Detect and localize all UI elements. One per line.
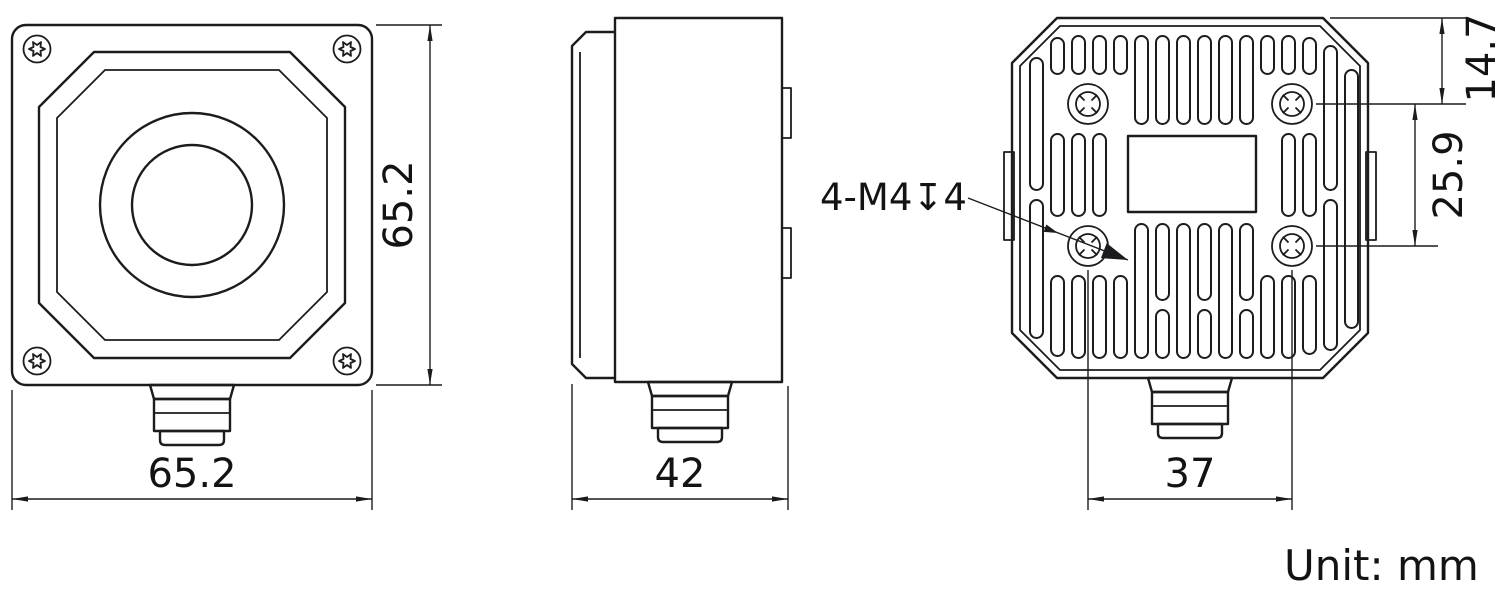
mount-screw-hole-icon [1271, 225, 1313, 267]
torx-screw-icon [332, 34, 362, 64]
back-view [1003, 16, 1377, 440]
back-connector [1146, 376, 1234, 440]
side-body-outline [613, 16, 784, 384]
front-height-value: 65.2 [376, 160, 422, 249]
front-corner-screws [22, 34, 362, 376]
torx-screw-icon [22, 346, 52, 376]
front-bezel-outer [37, 50, 347, 360]
back-top-offset-value: 14.7 [1459, 13, 1503, 102]
side-depth-value: 42 [655, 451, 706, 497]
thread-callout: 4-M4↧4 [820, 176, 1129, 261]
side-connector [646, 380, 734, 444]
dim-front-height: 65.2 [376, 24, 442, 386]
front-connector [148, 383, 236, 447]
thread-callout-label: 4-M4↧4 [820, 176, 967, 219]
dim-side-depth: 42 [571, 384, 789, 510]
leader-arrow-large [1100, 243, 1128, 260]
front-view [10, 23, 374, 447]
front-bezel-inner [56, 69, 328, 341]
back-hole-spacing-value: 37 [1165, 451, 1216, 497]
back-label-plate [1126, 134, 1258, 214]
side-tab-upper [781, 87, 792, 139]
side-tab-lower [781, 227, 792, 279]
back-tab-left [1003, 151, 1015, 241]
leader-arrow-small [1043, 224, 1058, 233]
front-lens-ring [98, 111, 286, 299]
back-housing-outline [1010, 16, 1370, 380]
side-view [570, 16, 792, 444]
unit-label: Unit: mm [1284, 541, 1479, 590]
dim-back-hole-spacing: 37 [1087, 270, 1293, 510]
back-tab-right [1365, 151, 1377, 241]
back-heatsink-fins [1029, 35, 1359, 359]
mount-screw-hole-icon [1067, 83, 1109, 125]
front-width-value: 65.2 [147, 451, 236, 497]
back-vertical-spacing-value: 25.9 [1426, 130, 1472, 219]
side-front-plate [570, 30, 615, 380]
dim-back-vertical-spacing: 25.9 [1316, 104, 1472, 247]
back-housing-inner [1019, 25, 1361, 371]
torx-screw-icon [332, 346, 362, 376]
mount-screw-hole-icon [1271, 83, 1313, 125]
front-lens [130, 143, 254, 267]
dim-front-width: 65.2 [11, 390, 373, 510]
mount-screw-hole-icon [1067, 225, 1109, 267]
torx-screw-icon [22, 34, 52, 64]
dim-back-top-offset: 14.7 [1316, 13, 1503, 105]
